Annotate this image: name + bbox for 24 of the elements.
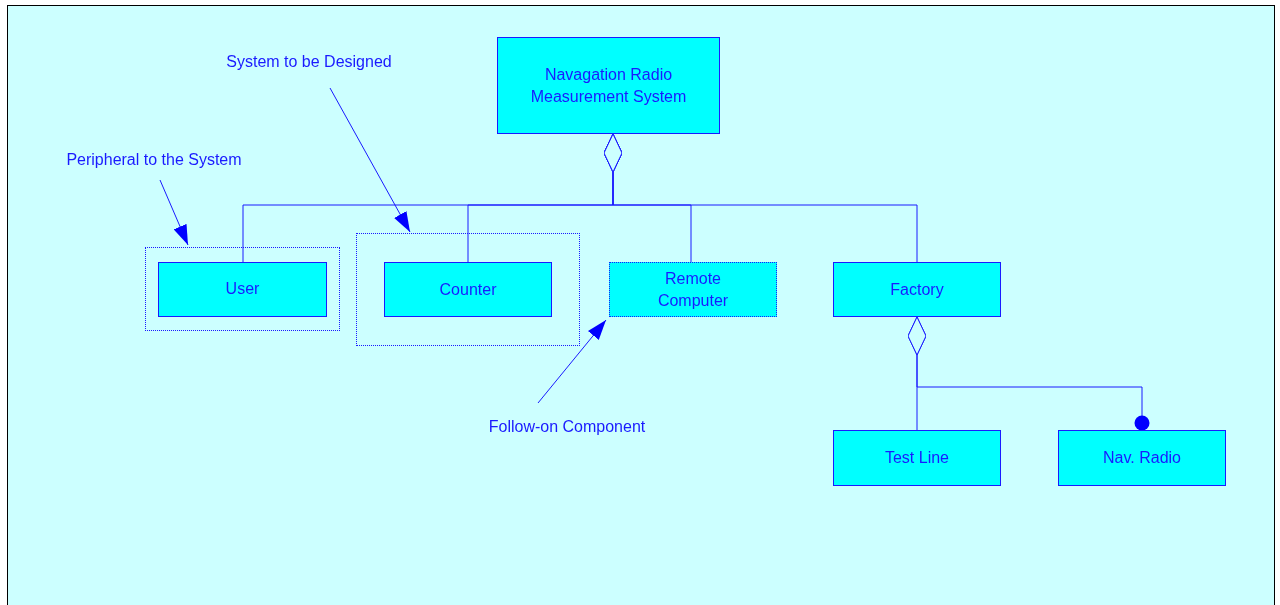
- aggregation-line: [907, 316, 1150, 431]
- box-label: User: [225, 279, 260, 299]
- leader-arrow: [159, 179, 189, 246]
- class-box: [833, 262, 1001, 317]
- class-box: [1058, 430, 1226, 486]
- dotted-frame: [145, 247, 340, 331]
- box-label: Remote Computer: [656, 268, 730, 311]
- leader-arrow: [329, 87, 411, 233]
- class-box: [497, 37, 720, 134]
- aggregation-line: [603, 133, 918, 263]
- box-label: Counter: [439, 279, 497, 300]
- leader-arrow: [537, 319, 607, 404]
- callout-text: Peripheral to the System: [48, 148, 260, 172]
- box-label: Navagation Radio Measurement System: [529, 64, 688, 107]
- class-box: [158, 261, 327, 317]
- box-label: Nav. Radio: [1103, 448, 1181, 468]
- box-label: Test Line: [884, 448, 949, 468]
- callout-text: Follow-on Component: [471, 415, 663, 439]
- dotted-class-box: [609, 262, 777, 317]
- class-box: [833, 430, 1001, 486]
- callout-text: System to be Designed: [208, 50, 410, 74]
- box-label: Factory: [890, 279, 944, 300]
- dotted-frame: [356, 233, 580, 346]
- class-box: [384, 262, 552, 317]
